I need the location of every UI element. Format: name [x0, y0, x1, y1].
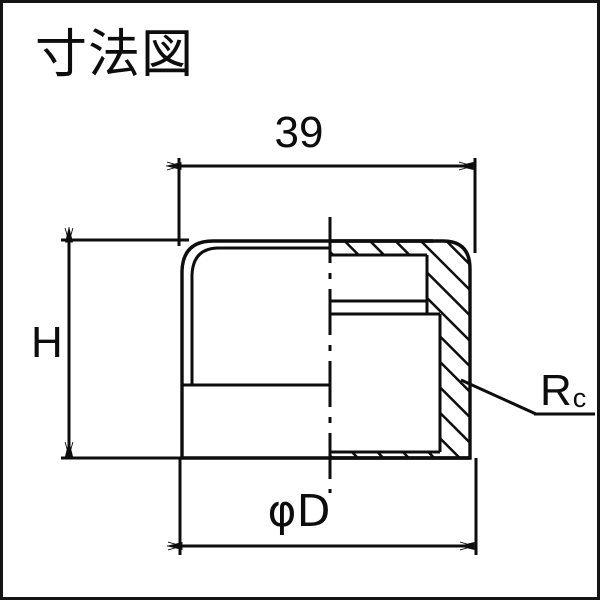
page-title: 寸法図	[35, 25, 195, 85]
width-dimension-group	[166, 158, 477, 253]
cap-outer-profile-left	[180, 239, 330, 458]
width-dimension-label: 39	[274, 108, 324, 157]
height-dimension-group	[61, 227, 189, 460]
cap-inner-profile-left	[190, 246, 330, 385]
rc-main-letter: R	[540, 366, 572, 415]
diameter-dimension-group	[167, 458, 478, 555]
diameter-dimension-label: φD	[267, 486, 331, 537]
cap-external-view	[180, 239, 330, 460]
technical-drawing-canvas	[61, 158, 595, 555]
rc-leader-group	[460, 378, 595, 416]
rc-subscript-letter: c	[572, 383, 587, 413]
internal-cavity	[330, 255, 440, 452]
rc-leader-diagonal	[460, 378, 537, 416]
section-outer-boundary	[330, 239, 472, 460]
cap-section-view	[330, 239, 472, 460]
height-dimension-label: H	[31, 318, 63, 367]
rc-thread-label: Rc	[540, 366, 587, 415]
